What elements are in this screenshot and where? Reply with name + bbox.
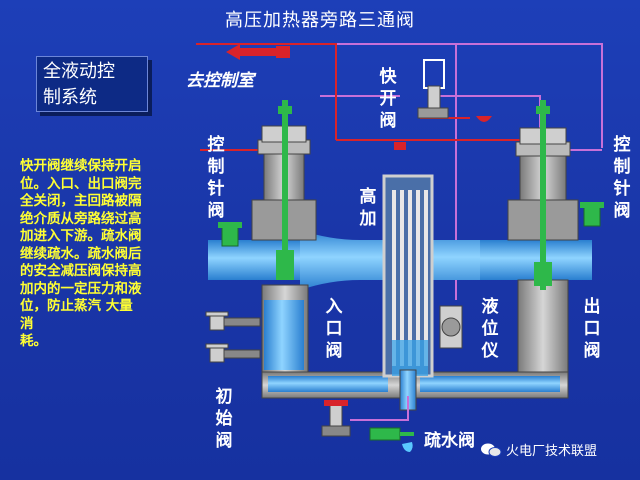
red-drain-cup-icon (476, 116, 492, 122)
level-gauge (439, 305, 463, 349)
page-title: 高压加热器旁路三通阀 (225, 10, 415, 31)
drain-line (350, 396, 409, 421)
outlet-valve-stem (534, 100, 552, 290)
description-line: 加进入下游。疏水阀 (20, 228, 142, 244)
description-line: 全关闭，主回路被隔 (20, 193, 142, 209)
to-control-room-label: 去控制室 (186, 71, 254, 91)
system-title-box: 全液动控 制系统 (36, 56, 148, 112)
description-line: 位，防止蒸汽 大量 (20, 298, 133, 314)
red-arrow-head-icon (226, 44, 240, 60)
heater-label: 高加 (359, 187, 377, 229)
initial-valves (205, 311, 261, 363)
description-line: 继续疏水。疏水阀后 (20, 245, 142, 262)
description-line: 耗。 (20, 333, 47, 349)
description-line: 加内的一定压力和液 (20, 280, 142, 297)
right-needle-valve (580, 202, 604, 227)
quick-open-valve (394, 59, 449, 150)
watermark: 火电厂技术联盟 (480, 440, 597, 459)
system-title-line-2: 制系统 (43, 87, 97, 108)
description-line: 绝介质从旁路绕过高 (20, 210, 142, 227)
description-line: 快开阀继续保持开启 (20, 158, 142, 174)
quick-open-valve-label: 快开阀 (379, 67, 397, 131)
description-line: 位。入口、出口阀完 (20, 175, 142, 192)
level-gauge-label: 液位仪 (481, 297, 499, 361)
left-needle-valve-label: 控制针阀 (207, 135, 225, 221)
initial-valve-label: 初始阀 (215, 387, 233, 451)
inlet-valve-label: 入口阀 (325, 297, 343, 361)
high-pressure-heater (382, 174, 434, 411)
drain-valve (321, 400, 414, 452)
description-line: 消 (20, 315, 34, 332)
outlet-valve-label: 出口阀 (583, 297, 601, 361)
drain-valve-label: 疏水阀 (424, 431, 475, 451)
system-title-line-1: 全液动控 (43, 61, 115, 82)
description-text: 快开阀继续保持开启 位。入口、出口阀完 全关闭，主回路被隔 绝介质从旁路绕过高 … (20, 158, 196, 351)
left-needle-valve (218, 222, 242, 247)
inlet-valve-stem (276, 100, 294, 280)
description-line: 的安全减压阀保持高 (20, 263, 142, 279)
watermark-text: 火电厂技术联盟 (506, 444, 598, 459)
chat-bubble-icon (481, 443, 502, 457)
right-needle-valve-label: 控制针阀 (613, 135, 631, 221)
